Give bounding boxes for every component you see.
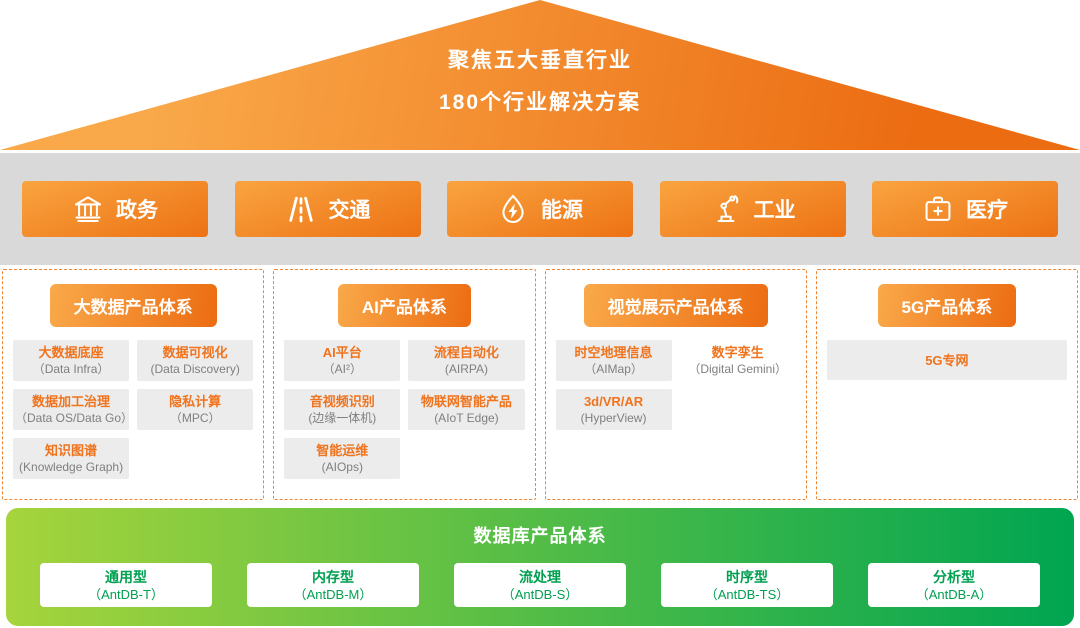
roof-title-line2: 180个行业解决方案 [438, 91, 642, 114]
database-item: 流处理 （AntDB-S） [454, 563, 626, 607]
product-column-title: AI产品体系 [337, 284, 471, 327]
product-item-name: 数据加工治理 [32, 394, 111, 409]
product-item-subtitle: (Data Discovery) [150, 362, 240, 376]
database-item-subtitle: （AntDB-TS） [704, 586, 790, 602]
product-item-name: 物联网智能产品 [420, 394, 512, 409]
database-item-name: 分析型 [933, 568, 975, 585]
product-column-title: 5G产品体系 [877, 284, 1017, 327]
product-item: 大数据底座 （Data Infra） [13, 340, 130, 381]
product-item-name: 3d/VR/AR [583, 394, 644, 409]
product-item: 数字孪生 （Digital Gemini） [680, 340, 796, 381]
product-item-name: 数字孪生 [711, 345, 764, 360]
industry-band: 政务 交通 能源 工业 医疗 [0, 153, 1080, 265]
product-item-name: 5G专网 [925, 352, 969, 368]
industry-label: 工业 [753, 199, 796, 222]
product-item-subtitle: （AI²） [322, 362, 362, 376]
product-item-subtitle: (AIRPA) [444, 362, 488, 376]
product-column-items: 5G专网 [826, 340, 1067, 380]
product-column-title: 大数据产品体系 [49, 284, 217, 327]
roof-banner: 聚焦五大垂直行业 180个行业解决方案 [0, 0, 1080, 150]
product-item: 数据加工治理 （Data OS/Data Go） [13, 389, 134, 430]
product-item-name: 智能运维 [316, 443, 369, 458]
database-title: 数据库产品体系 [473, 526, 607, 546]
product-item-subtitle: (HyperView) [580, 411, 647, 425]
product-item-subtitle: (AIoT Edge) [434, 411, 499, 425]
industry-button-government: 政务 [22, 181, 208, 237]
product-item-subtitle: （MPC） [169, 411, 221, 425]
product-item: 流程自动化 (AIRPA) [408, 340, 525, 381]
roof-title-line1: 聚焦五大垂直行业 [448, 49, 632, 72]
product-item-subtitle: （Data OS/Data Go） [15, 411, 134, 425]
product-item-subtitle: (边缘一体机) [308, 411, 377, 425]
industry-button-transport: 交通 [234, 181, 421, 237]
robot-arm-icon [710, 193, 742, 225]
product-column-2: AI产品体系 AI平台 （AI²） 流程自动化 (AIRPA) 音视频识别 (边… [273, 269, 536, 500]
database-item-name: 通用型 [105, 568, 147, 585]
product-item-subtitle: (Knowledge Graph) [19, 460, 124, 474]
energy-drop-icon [497, 193, 529, 225]
product-column-items: 大数据底座 （Data Infra） 数据可视化 (Data Discovery… [13, 340, 254, 479]
product-item: 时空地理信息 （AIMap） [555, 340, 672, 381]
database-item-subtitle: （AntDB-A） [915, 586, 993, 602]
product-item-subtitle: （AIMap） [584, 362, 643, 376]
product-item: 3d/VR/AR (HyperView) [555, 389, 672, 430]
product-item-name: 数据可视化 [162, 345, 228, 360]
database-items: 通用型 （AntDB-T） 内存型 （AntDB-M） 流处理 （AntDB-S… [6, 548, 1074, 607]
database-band: 数据库产品体系 通用型 （AntDB-T） 内存型 （AntDB-M） 流处理 … [6, 508, 1074, 626]
product-item-name: 时空地理信息 [574, 345, 653, 360]
product-item-name: 知识图谱 [45, 443, 98, 458]
product-column-items: 时空地理信息 （AIMap） 数字孪生 （Digital Gemini） 3d/… [555, 340, 796, 430]
industry-button-energy: 能源 [447, 181, 633, 237]
database-item: 内存型 （AntDB-M） [247, 563, 419, 607]
database-item: 通用型 （AntDB-T） [40, 563, 212, 607]
government-building-icon [72, 193, 104, 225]
product-item-subtitle: (AIOps) [321, 460, 363, 474]
roof-text: 聚焦五大垂直行业 180个行业解决方案 [0, 40, 1080, 124]
industry-button-industry: 工业 [659, 181, 846, 237]
database-item-subtitle: （AntDB-M） [293, 586, 373, 602]
road-icon [285, 193, 317, 225]
product-item: AI平台 （AI²） [284, 340, 401, 381]
product-item-subtitle: （Digital Gemini） [688, 362, 788, 376]
industry-label: 政务 [116, 199, 158, 222]
product-column-4: 5G产品体系 5G专网 [815, 269, 1078, 500]
industry-label: 医疗 [966, 199, 1008, 222]
product-columns: 大数据产品体系 大数据底座 （Data Infra） 数据可视化 (Data D… [0, 269, 1080, 500]
database-item: 分析型 （AntDB-A） [868, 563, 1040, 607]
product-item-name: 隐私计算 [169, 394, 222, 409]
product-item: 知识图谱 (Knowledge Graph) [13, 438, 130, 479]
product-item-name: 大数据底座 [38, 345, 104, 360]
database-item: 时序型 （AntDB-TS） [661, 563, 833, 607]
product-column-3: 视觉展示产品体系 时空地理信息 （AIMap） 数字孪生 （Digital Ge… [544, 269, 807, 500]
industry-button-healthcare: 医疗 [872, 181, 1058, 237]
database-item-name: 时序型 [726, 568, 768, 585]
product-item: 物联网智能产品 (AIoT Edge) [408, 389, 525, 430]
medical-kit-icon [922, 193, 954, 225]
product-column-title: 视觉展示产品体系 [583, 284, 768, 327]
product-item-name: 音视频识别 [309, 394, 375, 409]
product-item-name: AI平台 [322, 345, 362, 360]
product-item: 5G专网 [826, 340, 1067, 380]
database-item-name: 流处理 [519, 568, 561, 585]
product-column-1: 大数据产品体系 大数据底座 （Data Infra） 数据可视化 (Data D… [2, 269, 265, 500]
industry-label: 能源 [541, 199, 583, 222]
product-item: 智能运维 (AIOps) [284, 438, 401, 479]
product-item: 音视频识别 (边缘一体机) [284, 389, 401, 430]
database-item-name: 内存型 [312, 568, 354, 585]
database-item-subtitle: （AntDB-T） [88, 586, 164, 602]
product-item-subtitle: （Data Infra） [32, 362, 110, 376]
product-item-name: 流程自动化 [433, 345, 499, 360]
database-item-subtitle: （AntDB-S） [501, 586, 579, 602]
product-column-items: AI平台 （AI²） 流程自动化 (AIRPA) 音视频识别 (边缘一体机) 物… [284, 340, 525, 479]
product-item: 数据可视化 (Data Discovery) [137, 340, 254, 381]
product-item: 隐私计算 （MPC） [137, 389, 254, 430]
industry-label: 交通 [328, 199, 371, 222]
